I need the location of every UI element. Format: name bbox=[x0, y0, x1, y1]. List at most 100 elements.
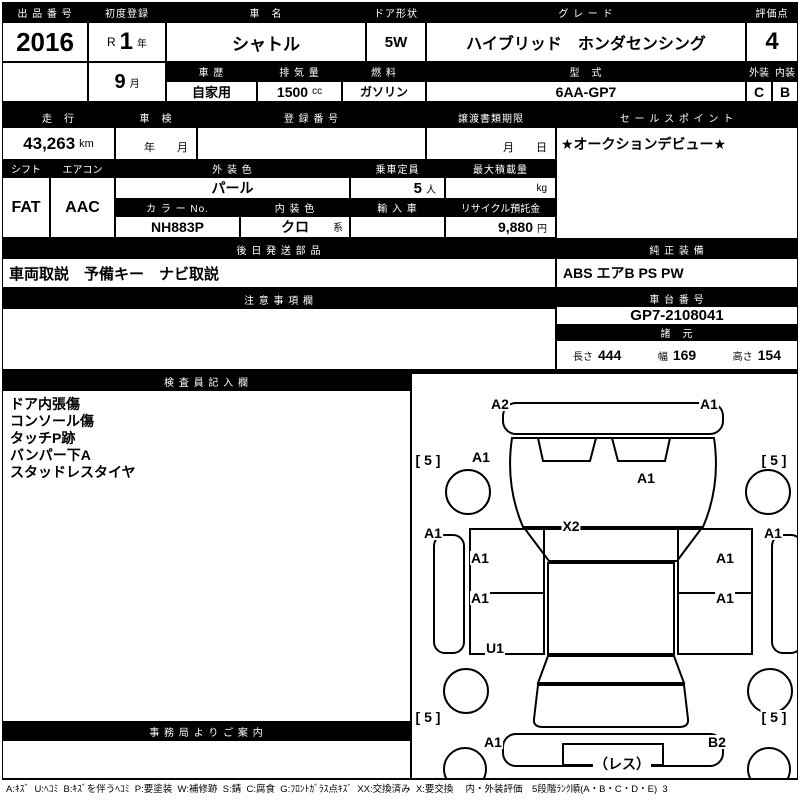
spec-height: 高さ 154 bbox=[733, 347, 781, 363]
door-shape-value: 5W bbox=[367, 23, 425, 61]
inspector-note: スタッドレスタイヤ bbox=[10, 464, 136, 480]
interior-grade-header: 内装 bbox=[772, 62, 798, 81]
recycle-amount: 9,880 bbox=[497, 219, 533, 235]
car-name-value: シャトル bbox=[167, 23, 365, 61]
damage-mark: [ 5 ] bbox=[760, 709, 788, 725]
first-registration-month-cell: 9 月 bbox=[89, 63, 165, 101]
car-outline bbox=[433, 402, 797, 778]
inspection-value: 年 月 bbox=[116, 128, 196, 159]
spec-width-label: 幅 bbox=[657, 352, 668, 363]
exterior-color-value: パール bbox=[116, 178, 349, 198]
score-value: 4 bbox=[747, 23, 797, 61]
damage-mark: A1 bbox=[715, 550, 735, 566]
spec-header: 諸 元 bbox=[556, 325, 798, 340]
ac-value: AAC bbox=[51, 178, 114, 237]
spec-length: 長さ 444 bbox=[573, 347, 621, 363]
damage-mark: A1 bbox=[763, 525, 783, 541]
mileage-value: 43,263 km bbox=[3, 128, 114, 159]
caution-value bbox=[3, 309, 555, 369]
office-empty-cell bbox=[3, 741, 410, 778]
office-header: 事 務 局 よ り ご 案 内 bbox=[2, 723, 411, 740]
damage-mark: A1 bbox=[715, 590, 735, 606]
later-parts-value: 車両取説 予備キー ナビ取説 bbox=[3, 259, 555, 287]
displacement-header: 排 気 量 bbox=[257, 62, 342, 81]
door-shape-header: ドア形状 bbox=[366, 2, 426, 22]
car-name-header: 車 名 bbox=[166, 2, 366, 22]
interior-color-header: 内 装 色 bbox=[240, 199, 350, 216]
score-header: 評価点 bbox=[746, 2, 798, 22]
first-registration-header: 初度登録 bbox=[88, 2, 166, 22]
mileage-number: 43,263 bbox=[23, 133, 76, 153]
spec-values: 長さ 444 幅 169 高さ 154 bbox=[557, 341, 797, 369]
reg-month: 9 bbox=[114, 70, 126, 93]
registration-number-header: 登 録 番 号 bbox=[197, 107, 426, 127]
equipment-header: 純 正 装 備 bbox=[556, 241, 798, 258]
damage-mark: A1 bbox=[483, 734, 503, 750]
payload-header: 最大積載量 bbox=[445, 160, 556, 177]
interior-color-value: クロ 系 bbox=[241, 217, 349, 237]
import-header: 輸 入 車 bbox=[350, 199, 445, 216]
later-parts-header: 後 日 発 送 部 品 bbox=[2, 241, 556, 258]
inspector-note: バンパー下A bbox=[10, 447, 91, 463]
inspector-note: タッチP跡 bbox=[10, 430, 76, 446]
capacity-header: 乗車定員 bbox=[350, 160, 445, 177]
reg-year: 1 bbox=[119, 28, 134, 55]
damage-mark: [ 5 ] bbox=[760, 452, 788, 468]
color-number-header: カ ラ ー No. bbox=[115, 199, 240, 216]
mileage-header: 走 行 bbox=[2, 107, 115, 127]
spec-length-value: 444 bbox=[598, 347, 622, 363]
era-code: R bbox=[106, 35, 116, 49]
lot-number-header: 出 品 番 号 bbox=[2, 2, 88, 22]
damage-mark: B2 bbox=[707, 734, 727, 750]
exterior-grade-value: C bbox=[747, 82, 771, 101]
payload-value: kg bbox=[446, 178, 555, 198]
damage-mark: （レス） bbox=[593, 756, 651, 772]
spec-length-label: 長さ bbox=[573, 352, 593, 363]
color-number-value: NH883P bbox=[116, 217, 239, 237]
interior-color-name: クロ bbox=[281, 219, 309, 235]
month-unit: 月 bbox=[129, 78, 140, 90]
history-header: 車 歴 bbox=[166, 62, 257, 81]
inspector-header: 検 査 員 記 入 欄 bbox=[2, 373, 411, 390]
inspector-note: コンソール傷 bbox=[10, 413, 94, 429]
inspector-note: ドア内張傷 bbox=[10, 396, 80, 412]
inspection-header: 車 検 bbox=[115, 107, 197, 127]
transfer-deadline-header: 譲渡書類期限 bbox=[426, 107, 556, 127]
chassis-number-value: GP7-2108041 bbox=[557, 307, 797, 324]
lot-number-empty-cell bbox=[3, 63, 87, 101]
damage-mark: X2 bbox=[561, 518, 581, 534]
recycle-deposit-header: リサイクル預託金 bbox=[445, 199, 556, 216]
fuel-value: ガソリン bbox=[343, 82, 425, 101]
exterior-grade-header: 外装 bbox=[746, 62, 772, 81]
model-code-header: 型 式 bbox=[426, 62, 746, 81]
sales-point-header: セ ー ル ス ポ イ ン ト bbox=[556, 107, 798, 127]
damage-mark: A1 bbox=[699, 396, 719, 412]
auction-sheet: 出 品 番 号 2016 初度登録 R 1 年 9 月 車 名 シャトル ドア形… bbox=[2, 2, 798, 780]
grade-header: グ レ ー ド bbox=[426, 2, 746, 22]
year-unit: 年 bbox=[137, 38, 148, 50]
spec-width: 幅 169 bbox=[658, 347, 696, 363]
legend-text: A:ｷｽﾞ U:ﾍｺﾐ B:ｷｽﾞを伴うﾍｺﾐ P:要塗装 W:補修跡 S:錆 … bbox=[6, 784, 668, 795]
shift-header: シフト bbox=[2, 160, 50, 177]
grade-value: ハイブリッド ホンダセンシング bbox=[427, 23, 745, 61]
recycle-deposit-value: 9,880 円 bbox=[446, 217, 555, 237]
recycle-unit: 円 bbox=[537, 223, 547, 235]
spec-height-value: 154 bbox=[757, 347, 781, 363]
displacement-value: 1500 cc bbox=[258, 82, 341, 101]
spec-height-label: 高さ bbox=[732, 352, 753, 363]
damage-mark: U1 bbox=[485, 640, 505, 656]
interior-grade-value: B bbox=[773, 82, 797, 101]
mileage-unit: km bbox=[79, 137, 94, 150]
sales-point-value: ★オークションデビュー★ bbox=[557, 128, 797, 238]
damage-mark: A2 bbox=[490, 396, 510, 412]
capacity-unit: 人 bbox=[426, 184, 436, 196]
shift-value: FAT bbox=[3, 178, 49, 237]
capacity-value: 5 人 bbox=[351, 178, 444, 198]
chassis-number-header: 車 台 番 号 bbox=[556, 291, 798, 306]
damage-mark: A1 bbox=[471, 449, 491, 465]
damage-mark: A1 bbox=[470, 550, 490, 566]
model-code-value: 6AA-GP7 bbox=[427, 82, 745, 101]
lot-number-value: 2016 bbox=[3, 23, 87, 61]
